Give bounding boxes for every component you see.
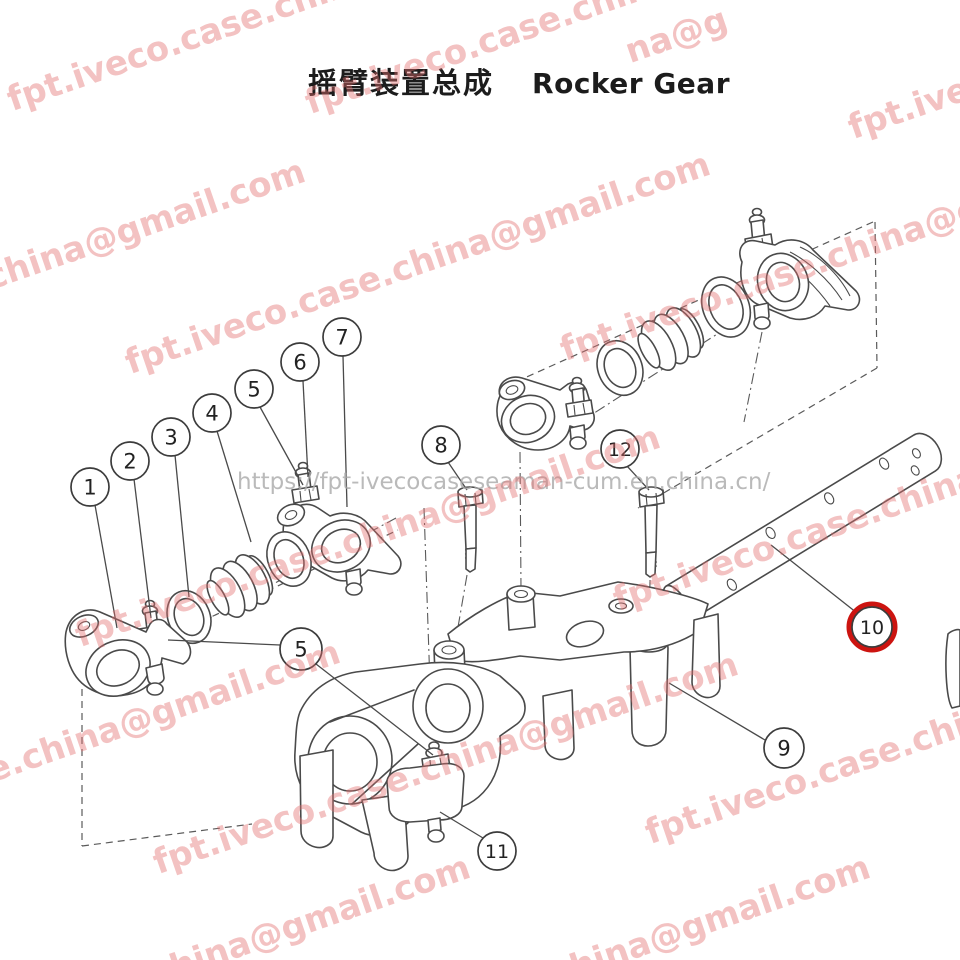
callout-leader-line [217, 431, 251, 542]
highlight-ring [849, 604, 895, 650]
callout-circle-12 [601, 430, 639, 468]
callout-leader-line [303, 381, 308, 477]
callout-circle-4 [193, 394, 231, 432]
callout-circle-1 [71, 468, 109, 506]
callout-circle-7 [323, 318, 361, 356]
flange-bolt-8 [458, 487, 483, 572]
callout-leader-line [260, 407, 303, 485]
callout-leader-line [175, 455, 189, 597]
flange-bolt-12 [639, 487, 664, 577]
o-ring-large-upper [693, 270, 759, 345]
front-pedestal-with-studs [387, 742, 464, 842]
adjusting-screw-icon [292, 463, 319, 504]
rocker-arm-top-right [740, 209, 860, 330]
rocker-arm-left [65, 601, 190, 707]
callout-number: 7 [335, 326, 348, 350]
callout-leader-line [168, 640, 280, 645]
callout-circle-5 [280, 628, 322, 670]
shaft-pedestal-9 [630, 636, 668, 746]
callout-circle-3 [152, 418, 190, 456]
adjusting-screw-icon [566, 378, 593, 418]
rocker-shaft [658, 427, 948, 626]
page-title: 摇臂装置总成 Rocker Gear [308, 60, 730, 102]
callout-circle-8 [422, 426, 460, 464]
callout-leader-line [669, 683, 765, 740]
callout-leader-line [343, 356, 347, 507]
title-chinese: 摇臂装置总成 [308, 66, 495, 100]
o-ring-small-upper [589, 334, 651, 402]
callout-number: 12 [608, 439, 632, 461]
o-ring-large-lower [259, 525, 319, 593]
rocker-bracket-housing [295, 582, 720, 870]
callout-number: 2 [123, 450, 136, 474]
callout-number: 6 [293, 351, 306, 375]
callout-leader-line [316, 664, 433, 755]
callout-leader-line [134, 479, 151, 618]
callout-leader-line [440, 812, 483, 838]
callout-number: 8 [434, 434, 447, 458]
callout-leader-line [95, 505, 117, 628]
title-english: Rocker Gear [532, 67, 731, 100]
valve-spring-upper [630, 301, 711, 378]
callout-number: 4 [205, 402, 218, 426]
callout-number: 9 [777, 737, 790, 761]
callout-number: 5 [294, 638, 307, 662]
callout-number: 3 [164, 426, 177, 450]
callout-circle-9 [764, 728, 804, 768]
rocker-arm-lower-mid [274, 463, 401, 596]
callout-circle-6 [281, 343, 319, 381]
rocker-arm-upper-middle [494, 377, 594, 450]
callout-leader-line [448, 462, 467, 490]
callout-number: 11 [485, 841, 509, 863]
callout-number: 1 [83, 476, 96, 500]
callout-number: 5 [247, 378, 260, 402]
callout-circle-10 [852, 607, 892, 647]
callout-circle-5 [235, 370, 273, 408]
callout-leader-line [771, 545, 857, 613]
callout-leader-line [627, 466, 649, 490]
pedestal-fragment-right-edge [946, 630, 960, 708]
callout-circle-11 [478, 832, 516, 870]
valve-spring-lower [199, 548, 280, 625]
callout-circle-2 [111, 442, 149, 480]
callout-number: 10 [860, 617, 884, 639]
